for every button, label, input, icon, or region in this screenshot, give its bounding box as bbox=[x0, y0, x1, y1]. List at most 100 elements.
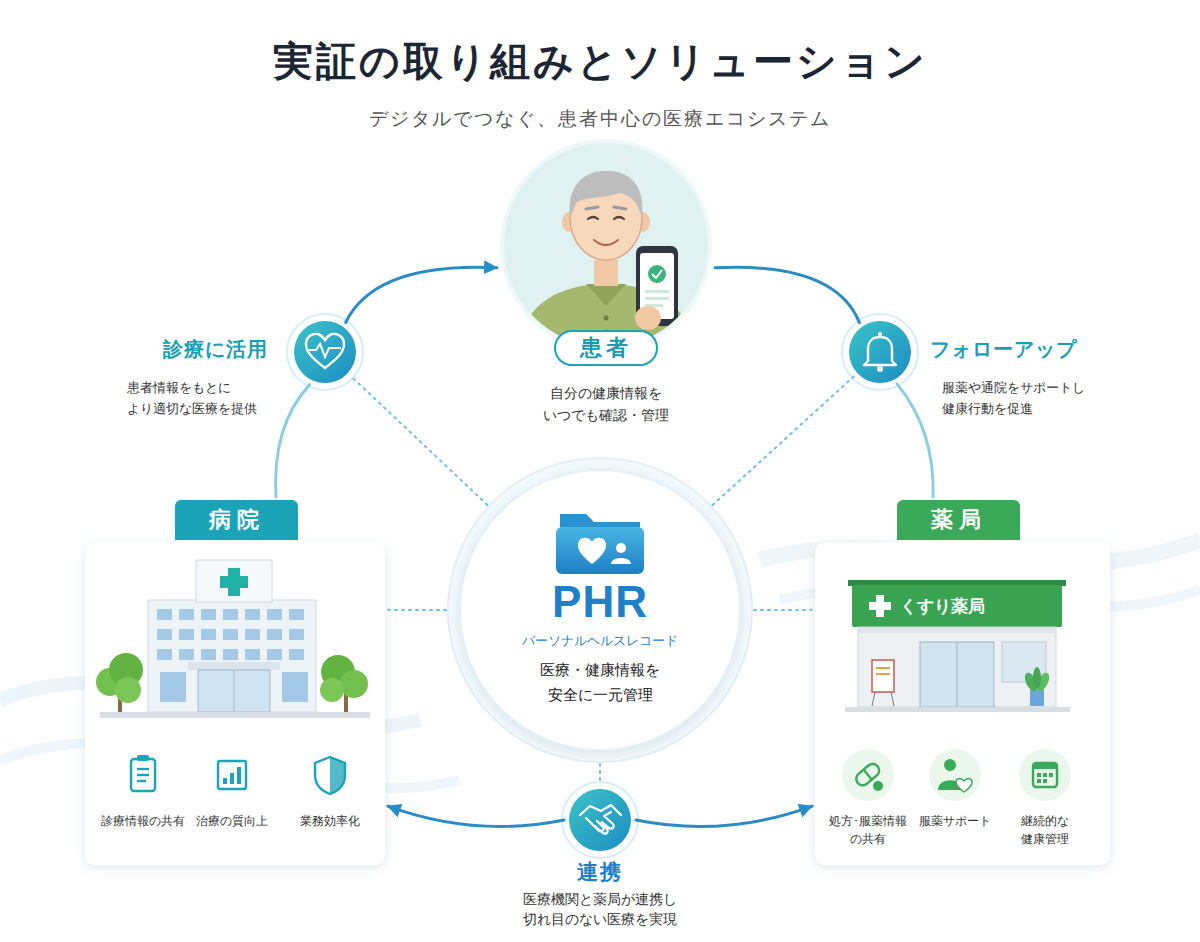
shape-circle bbox=[448, 458, 752, 762]
shape-circle bbox=[569, 789, 631, 851]
shape-line bbox=[137, 780, 146, 782]
shape-path bbox=[330, 757, 345, 794]
shape-rect bbox=[594, 260, 618, 286]
shape-rect bbox=[230, 773, 234, 784]
shape-circle bbox=[929, 749, 981, 801]
node-body: 服薬や通院をサポートし 健康行動を促進 bbox=[942, 378, 1102, 420]
shape-circle bbox=[944, 759, 956, 771]
shape-rect bbox=[137, 755, 149, 761]
dotted-connector bbox=[599, 764, 601, 784]
shape-circle bbox=[873, 781, 883, 791]
node-heading: 病院 bbox=[175, 500, 298, 540]
shape-path bbox=[315, 757, 345, 794]
feature-item: 服薬サポート bbox=[907, 752, 1003, 842]
shape-path bbox=[594, 240, 618, 245]
shape-circle bbox=[842, 749, 894, 801]
shape-circle bbox=[616, 543, 626, 553]
node-heading: 診療に活用 bbox=[163, 336, 268, 363]
shape-rect bbox=[131, 759, 155, 791]
shape-rect bbox=[198, 670, 270, 712]
shape-g bbox=[131, 757, 345, 794]
shape-rect bbox=[1037, 779, 1041, 783]
shape-circle bbox=[842, 314, 918, 390]
pharmacy-box: 薬局処方･服薬情報 の共有服薬サポート継続的な 健康管理 bbox=[815, 500, 1110, 865]
shape-path bbox=[611, 558, 631, 564]
shape-path bbox=[570, 171, 643, 218]
care-icon bbox=[287, 314, 363, 390]
shape-circle bbox=[604, 316, 609, 321]
flow-arrow bbox=[636, 806, 812, 826]
node-heading: フォローアップ bbox=[930, 336, 1077, 363]
shape-rect bbox=[85, 542, 385, 865]
shape-circle bbox=[562, 782, 638, 858]
shape-path bbox=[578, 538, 606, 564]
node-heading: 連携 bbox=[500, 858, 700, 886]
node-heading: PHR bbox=[450, 578, 750, 626]
shape-rect bbox=[1043, 779, 1047, 783]
shape-line bbox=[137, 768, 149, 770]
shape-circle bbox=[877, 366, 883, 372]
shape-ellipse bbox=[1033, 667, 1041, 689]
node-heading: 診療情報の共有 bbox=[95, 812, 191, 830]
shape-rect bbox=[282, 672, 308, 702]
note-label: デジタルでつなぐ、患者中心の医療エコシステム bbox=[0, 106, 1200, 132]
shape-rect bbox=[556, 527, 644, 574]
dotted-connector bbox=[754, 609, 812, 611]
care-node: 診療に活用患者情報をもとに より適切な医療を提供 bbox=[293, 320, 357, 384]
node-heading: 処方･服薬情報 の共有 bbox=[820, 812, 916, 848]
shape-line bbox=[876, 667, 890, 669]
shape-circle bbox=[1019, 749, 1071, 801]
shape-rect bbox=[154, 606, 310, 664]
shape-rect bbox=[858, 627, 1056, 633]
shape-rect bbox=[148, 600, 316, 712]
feature-item: 業務効率化 bbox=[282, 752, 378, 842]
link-node: 連携医療機関と薬局が連携し 切れ目のない医療を実現 bbox=[568, 788, 632, 852]
shape-line bbox=[234, 670, 235, 712]
node-body: パーソナルヘルスレコード bbox=[450, 632, 750, 650]
shape-path bbox=[956, 779, 972, 792]
shape-circle bbox=[648, 265, 666, 283]
shape-rect bbox=[920, 642, 994, 707]
shape-rect bbox=[196, 560, 272, 602]
shape-rect bbox=[188, 662, 280, 670]
shape-rect bbox=[1033, 763, 1057, 787]
shape-line bbox=[137, 774, 149, 776]
shape-rect bbox=[218, 761, 246, 789]
shape-polyline bbox=[309, 344, 341, 357]
handshake-icon bbox=[562, 782, 638, 858]
dotted-connector bbox=[713, 377, 854, 505]
shape-circle bbox=[294, 321, 356, 383]
node-heading: 業務効率化 bbox=[282, 812, 378, 830]
shape-circle bbox=[340, 670, 368, 698]
node-heading: 服薬サポート bbox=[907, 812, 1003, 830]
node-heading: 継続的な 健康管理 bbox=[1011, 812, 1079, 848]
shape-line bbox=[872, 692, 875, 706]
note-label: くすり薬局 bbox=[900, 595, 985, 618]
node-heading: 患者 bbox=[554, 330, 658, 366]
node-heading: 薬局 bbox=[897, 500, 1020, 540]
shape-rect bbox=[1030, 690, 1044, 706]
feature-item: 治療の質向上 bbox=[184, 752, 280, 842]
shape-rect bbox=[160, 672, 186, 702]
feature-item: 継続的な 健康管理 bbox=[997, 752, 1093, 842]
shape-rect bbox=[645, 290, 669, 293]
flow-arrow bbox=[276, 385, 310, 497]
shape-rect bbox=[1049, 773, 1053, 777]
shape-rect bbox=[645, 297, 669, 300]
flow-arrow bbox=[346, 267, 497, 322]
shape-rect bbox=[872, 660, 894, 692]
shape-path bbox=[652, 270, 662, 278]
shape-ellipse bbox=[635, 306, 661, 330]
shape-path bbox=[586, 284, 626, 306]
shape-rect bbox=[1037, 773, 1041, 777]
feature-item: 診療情報の共有 bbox=[95, 752, 191, 842]
shape-circle bbox=[320, 678, 344, 702]
shape-rect bbox=[1043, 773, 1047, 777]
shape-rect bbox=[1033, 763, 1057, 769]
node-body: 患者情報をもとに より適切な医療を提供 bbox=[127, 378, 265, 420]
shape-path bbox=[580, 805, 621, 834]
shape-circle bbox=[115, 677, 141, 703]
